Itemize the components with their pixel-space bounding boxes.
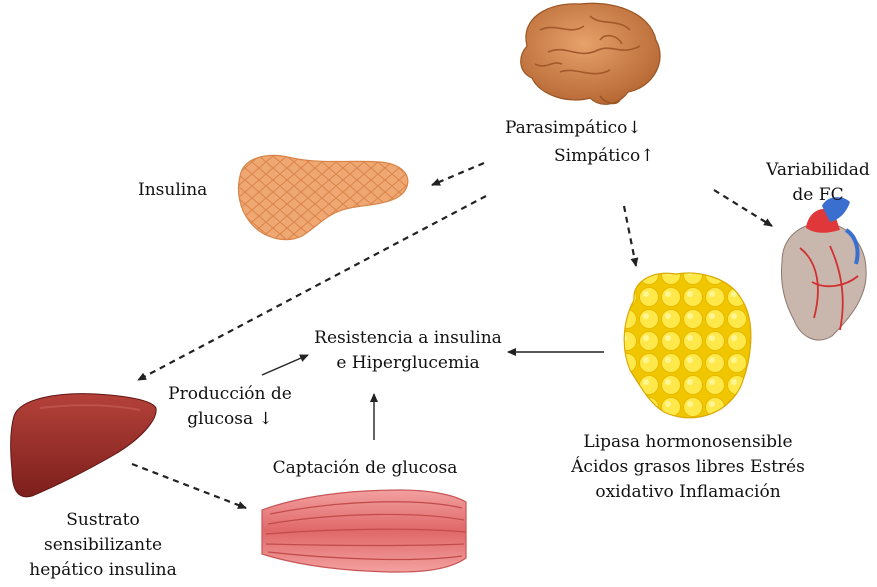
muscle-icon xyxy=(262,490,466,572)
adipose-tissue-icon xyxy=(624,273,751,418)
label-sustrato-line1: Sustrato xyxy=(10,508,196,533)
liver-icon xyxy=(11,394,156,497)
label-lipasa-line3: oxidativo Inflamación xyxy=(546,480,830,505)
label-produccion-line2: glucosa ↓ xyxy=(160,407,300,432)
arrow-brain-to-pancreas xyxy=(432,163,484,185)
brain-icon xyxy=(521,3,660,104)
label-insulina: Insulina xyxy=(138,178,207,203)
label-sustrato-line3: hepático insulina xyxy=(10,558,196,583)
label-parasimpatico: Parasimpático↓ xyxy=(505,116,642,141)
label-lipasa-line1: Lipasa hormonosensible xyxy=(546,430,830,455)
label-lipasa-line2: Ácidos grasos libres Estrés xyxy=(546,455,830,480)
label-variabilidad-line2: de FC xyxy=(762,183,874,208)
pancreas-icon xyxy=(238,155,407,239)
arrow-production-to-resistance xyxy=(262,355,308,375)
label-simpatico: Simpático↑ xyxy=(554,144,655,169)
label-produccion-glucosa: Producción de glucosa ↓ xyxy=(160,382,300,432)
label-resistencia: Resistencia a insulina e Hiperglucemia xyxy=(310,326,506,376)
label-resistencia-line2: e Hiperglucemia xyxy=(310,351,506,376)
label-sustrato-line2: sensibilizante xyxy=(10,533,196,558)
label-resistencia-line1: Resistencia a insulina xyxy=(310,326,506,351)
heart-icon xyxy=(782,197,867,340)
label-sustrato: Sustrato sensibilizante hepático insulin… xyxy=(10,508,196,583)
label-produccion-line1: Producción de xyxy=(160,382,300,407)
label-captacion-glucosa: Captación de glucosa xyxy=(264,456,466,481)
arrow-brain-to-fat xyxy=(624,206,636,266)
arrow-liver-to-muscle xyxy=(132,464,246,508)
label-lipasa: Lipasa hormonosensible Ácidos grasos lib… xyxy=(546,430,830,505)
label-variabilidad-line1: Variabilidad xyxy=(762,158,874,183)
label-variabilidad-fc: Variabilidad de FC xyxy=(762,158,874,208)
